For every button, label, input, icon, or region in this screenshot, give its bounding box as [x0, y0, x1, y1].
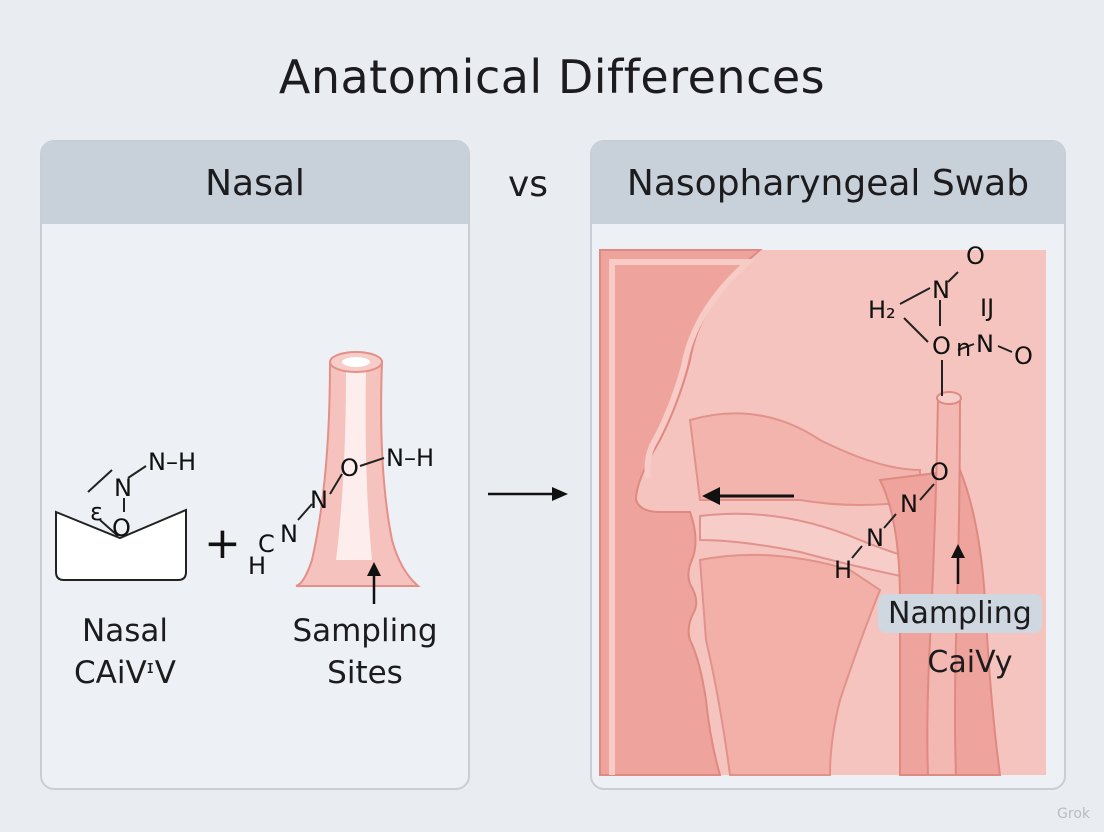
chem-n-2: N [310, 486, 328, 514]
nose-arrow [702, 487, 794, 505]
diagram-title: Anatomical Differences [278, 50, 826, 104]
rm-o: O [930, 458, 949, 486]
nasal-cavity-shape [55, 508, 187, 581]
chem-nh-2: N–H [386, 444, 434, 472]
rm-n-2: N [866, 524, 884, 552]
sampling-tube [295, 351, 421, 587]
chem-o-2: O [340, 454, 359, 482]
chem-c-2: C [258, 530, 275, 558]
chem-n-1: N [114, 474, 132, 502]
plus-sign: + [204, 518, 241, 569]
vs-label: vs [507, 164, 549, 205]
tube-chem-structure: O N–H N N H C [248, 444, 434, 580]
chem-eps: ε [90, 498, 103, 526]
rm-n-1: N [900, 490, 918, 518]
rt-n-sub: n [956, 334, 971, 362]
rt-n-1: N [932, 276, 950, 304]
head-profile [599, 249, 1046, 776]
right-mid-chem: O N N H [834, 458, 949, 584]
watermark: Grok [1057, 806, 1090, 822]
rt-o-1: O [966, 242, 985, 270]
rt-o-2: O [932, 332, 951, 360]
right-top-chem: O N H₂ O n N O Ĳ [868, 242, 1033, 396]
sites-arrow [367, 562, 381, 604]
sampling-arrow [951, 544, 965, 584]
nasal-panel: Nasal [40, 140, 470, 790]
left-chem-structure: N–H N O ε [87, 448, 196, 542]
sampling-sites-label-line2: Sites [327, 655, 403, 691]
rt-o-3: O [1014, 342, 1033, 370]
chem-n-3: N [280, 520, 298, 548]
rt-ij: Ĳ [980, 294, 994, 322]
nasal-cavity-label-line1: Nasal [82, 613, 168, 649]
nasal-header: Nasal [42, 142, 468, 224]
caivy-label: CaiVy [927, 645, 1013, 680]
rt-h2: H₂ [868, 296, 896, 324]
middle-arrow [488, 487, 568, 501]
chem-o-1: O [112, 514, 131, 542]
nasal-cavity-label-line2: CAiVᶦV [74, 655, 176, 691]
chem-h-2: H [248, 552, 266, 580]
nasal-cavity-label: Nasal CAiVᶦV [60, 610, 190, 694]
chem-nh-1: N–H [148, 448, 196, 476]
nasopharyngeal-header: Nasopharyngeal Swab [592, 142, 1064, 224]
sampling-sites-label: Sampling Sites [282, 610, 448, 694]
rm-h: H [834, 556, 852, 584]
nampling-label: Nampling [878, 594, 1042, 633]
sampling-sites-label-line1: Sampling [292, 613, 438, 649]
rt-n-2: N [976, 330, 994, 358]
